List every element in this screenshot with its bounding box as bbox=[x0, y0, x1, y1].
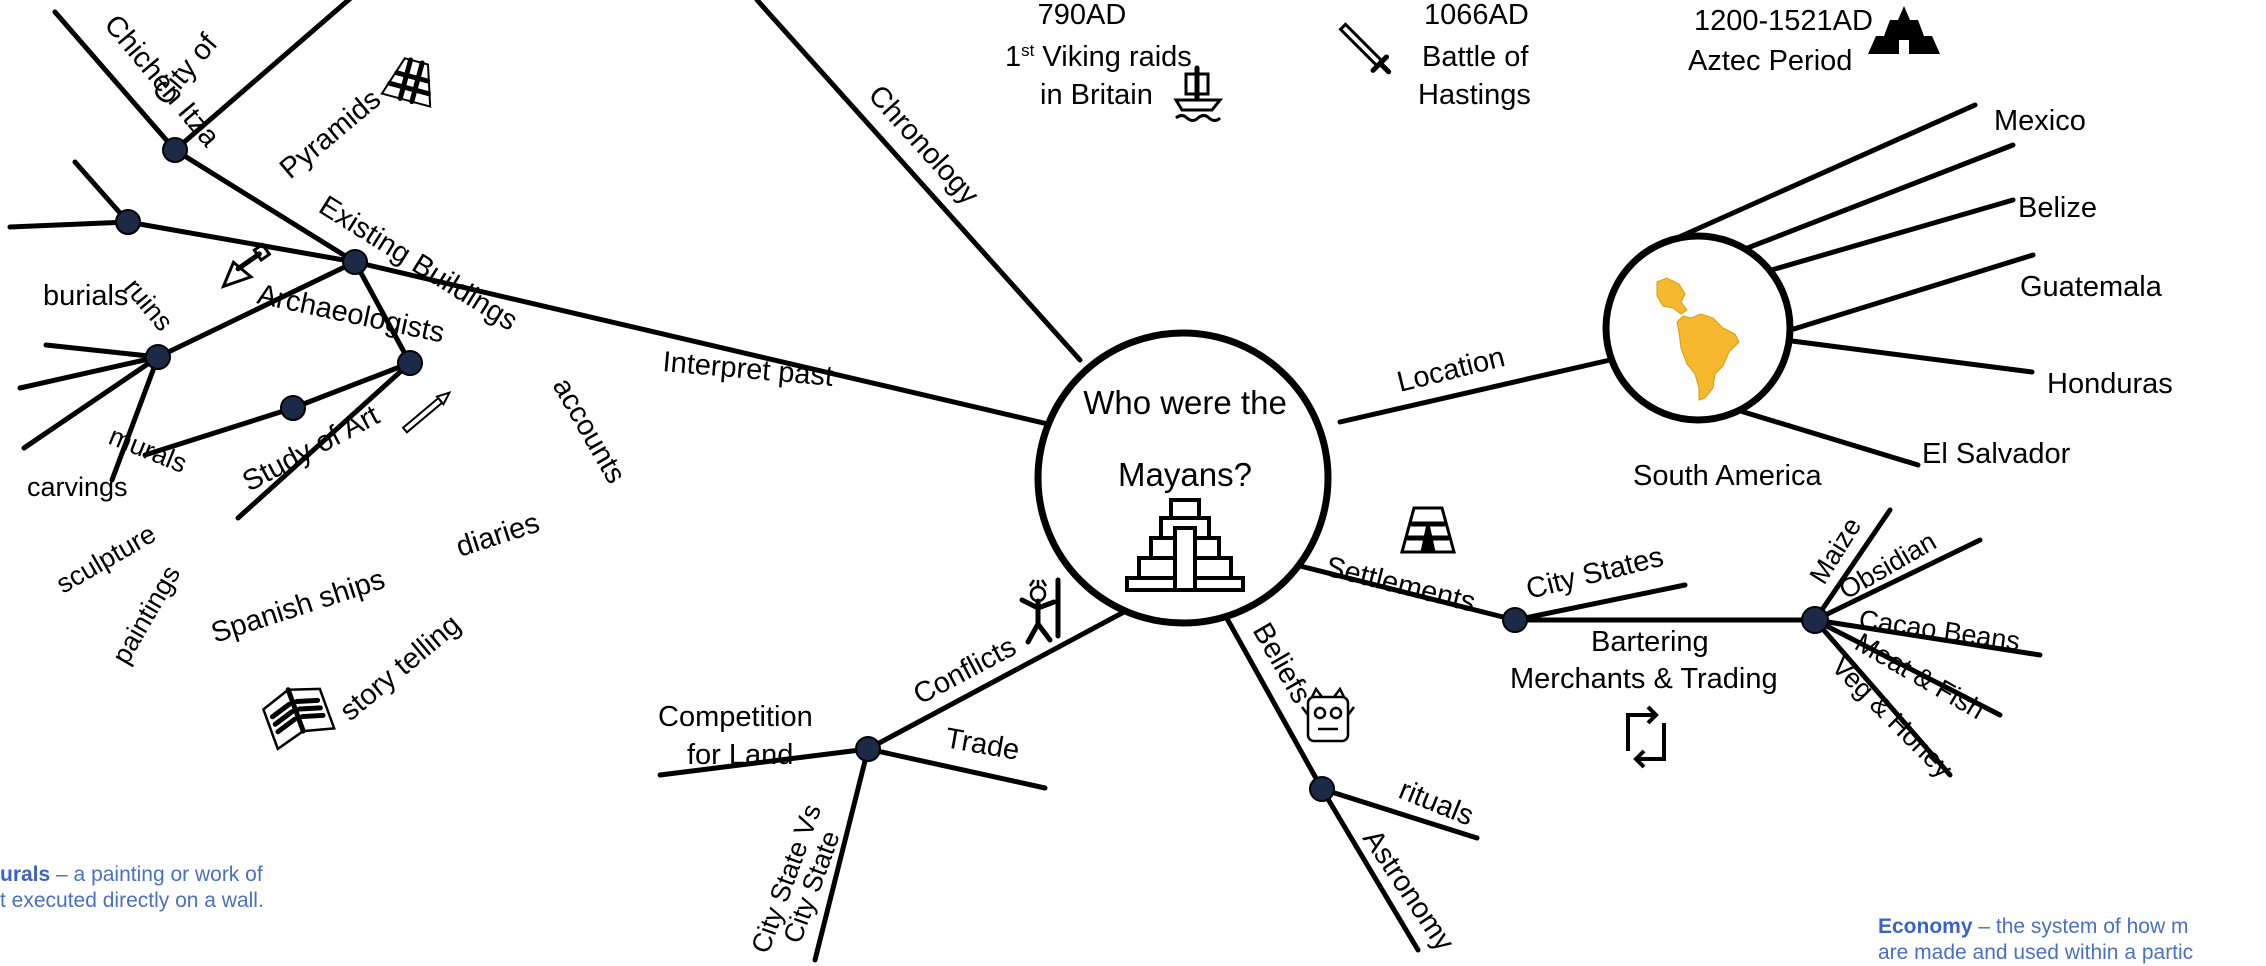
trowel-icon bbox=[220, 242, 272, 289]
label-trade: Trade bbox=[943, 722, 1022, 766]
connector-lines bbox=[7, 0, 2043, 963]
central-title-line2: Mayans? bbox=[1118, 456, 1252, 493]
branch-chronology: Chronology bbox=[862, 79, 985, 211]
label-burials: burials bbox=[43, 280, 128, 312]
label-city-states: City States bbox=[1523, 541, 1667, 606]
label-accounts: accounts bbox=[546, 373, 632, 490]
paintbrush-icon bbox=[401, 391, 452, 434]
settlements-group: City States Bartering Merchants & Tradin… bbox=[1400, 506, 2022, 784]
svg-text:Aztec Period: Aztec Period bbox=[1688, 45, 1852, 77]
central-title-line1: Who were the bbox=[1083, 384, 1287, 421]
label-diaries: diaries bbox=[452, 507, 543, 564]
label-carvings: carvings bbox=[27, 472, 128, 502]
label-for-land: for Land bbox=[687, 739, 793, 771]
svg-text:1200-1521AD: 1200-1521AD bbox=[1694, 5, 1873, 37]
branch-interpret-past: Interpret past bbox=[661, 346, 834, 393]
open-book-icon bbox=[261, 687, 336, 751]
timeline-event-1066: 1066AD Battle of Hastings bbox=[1338, 0, 1531, 111]
glossary-economy: Economy – the system of how m are made a… bbox=[1878, 915, 2194, 964]
country-mexico: Mexico bbox=[1994, 105, 2086, 137]
branch-settlements: Settlements bbox=[1322, 551, 1478, 619]
label-study-of-art: Study of Art bbox=[237, 400, 384, 499]
timeline-event-790: 790AD 1st Viking raids in Britain bbox=[1005, 0, 1224, 122]
branch-location: Location bbox=[1394, 341, 1508, 399]
label-story-telling: story telling bbox=[334, 609, 467, 728]
label-archaeologists: Archaeologists bbox=[255, 279, 448, 350]
location-countries: Mexico Belize Guatemala Honduras El Salv… bbox=[1633, 105, 2173, 492]
country-guatemala: Guatemala bbox=[2020, 271, 2163, 303]
label-paintings: paintings bbox=[106, 560, 186, 669]
label-pyramids: Pyramids bbox=[274, 83, 387, 185]
mayan-pyramid-icon bbox=[1125, 498, 1245, 592]
label-merchants-trading: Merchants & Trading bbox=[1510, 663, 1778, 695]
label-spanish-ships: Spanish ships bbox=[207, 563, 389, 649]
svg-text:Battle of: Battle of bbox=[1422, 41, 1529, 73]
viking-ship-icon bbox=[1173, 65, 1224, 122]
beliefs-group: rituals Astronomy bbox=[1301, 686, 1478, 957]
central-topic: Who were the Mayans? bbox=[1034, 329, 1332, 627]
south-america-map-icon bbox=[1656, 277, 1740, 401]
location-map-circle bbox=[1602, 232, 1794, 424]
country-honduras: Honduras bbox=[2047, 368, 2173, 400]
timeline-event-1200: 1200-1521AD Aztec Period bbox=[1688, 5, 1940, 77]
svg-text:790AD: 790AD bbox=[1038, 0, 1127, 31]
svg-text:Hastings: Hastings bbox=[1418, 79, 1531, 111]
svg-text:1066AD: 1066AD bbox=[1424, 0, 1529, 31]
junction-nodes bbox=[115, 137, 1829, 802]
aztec-temple-icon bbox=[1868, 6, 1940, 54]
warrior-icon bbox=[1019, 577, 1061, 645]
trade-arrows-icon bbox=[1626, 705, 1666, 769]
country-el-salvador: El Salvador bbox=[1922, 438, 2071, 470]
country-belize: Belize bbox=[2018, 192, 2097, 224]
label-bartering: Bartering bbox=[1591, 626, 1709, 658]
branch-beliefs: Beliefs bbox=[1246, 618, 1317, 709]
glossary-murals: urals – a painting or work of t executed… bbox=[0, 863, 264, 912]
sword-icon bbox=[1338, 22, 1392, 75]
pyramid-sketch-icon bbox=[380, 57, 432, 108]
svg-text:1st Viking raids: 1st Viking raids bbox=[1005, 41, 1192, 73]
svg-text:in Britain: in Britain bbox=[1040, 79, 1153, 111]
region-south-america: South America bbox=[1633, 460, 1822, 492]
stepped-temple-icon bbox=[1400, 506, 1456, 554]
mayan-mask-icon bbox=[1301, 686, 1355, 743]
label-competition: Competition bbox=[658, 701, 813, 733]
